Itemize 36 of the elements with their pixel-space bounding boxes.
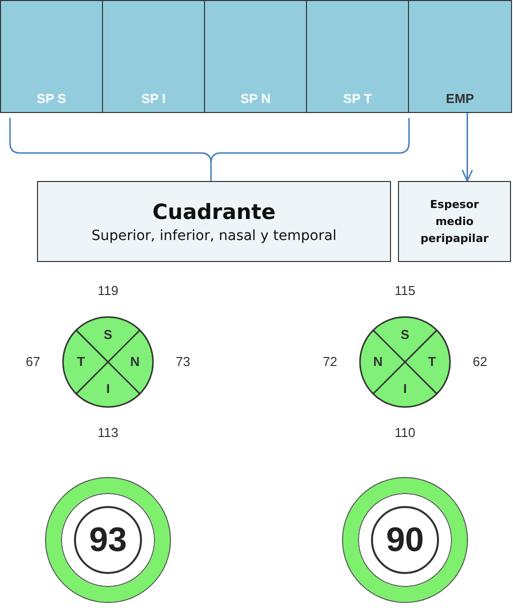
thickness-value: 119 (96, 283, 120, 299)
quadrant-letter: T (76, 354, 86, 370)
box-subtitle: Superior, inferior, nasal y temporal (91, 228, 337, 244)
quadrant-circle (359, 316, 451, 408)
quadrant-letter: S (400, 327, 410, 343)
header-label: SP S (36, 91, 66, 106)
header-cell (306, 0, 409, 113)
thickness-value: 113 (96, 425, 120, 441)
thickness-value: 67 (24, 354, 42, 370)
quadrant-letter: I (105, 381, 111, 397)
header-cell (204, 0, 307, 113)
box-heading: Cuadrante (152, 200, 276, 224)
box-text: Espesor medio peripapilar (419, 197, 490, 247)
quadrant-letter: I (402, 381, 408, 397)
header-label: SP I (141, 91, 166, 106)
header-label: SP N (240, 91, 271, 106)
quadrant-letter: S (102, 327, 114, 343)
header-label: EMP (446, 91, 474, 106)
quadrant-letter: N (129, 354, 141, 370)
note-box (398, 181, 511, 262)
header-cell (0, 0, 103, 113)
title-box (37, 181, 391, 262)
arrow (462, 113, 474, 182)
header-cell (408, 0, 512, 113)
quadrant-letter: T (427, 354, 437, 370)
thickness-value: 115 (394, 283, 416, 299)
thickness-value: 73 (174, 354, 192, 370)
quadrant-letter: N (372, 354, 384, 370)
thickness-value: 72 (322, 354, 338, 370)
header-cell (102, 0, 205, 113)
average-value: 93 (74, 506, 142, 574)
thickness-value: 110 (394, 425, 416, 441)
header-label: SP T (343, 91, 372, 106)
average-value: 90 (371, 506, 439, 574)
quadrant-circle (62, 316, 154, 408)
thickness-value: 62 (472, 354, 488, 370)
